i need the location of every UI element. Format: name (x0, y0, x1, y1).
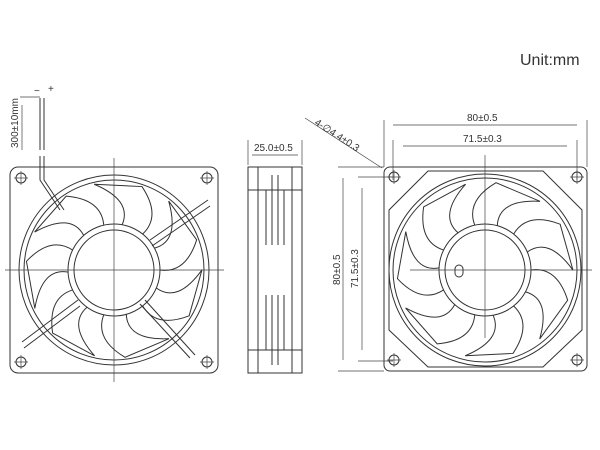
fan-blade (525, 269, 569, 340)
plus-label: + (48, 84, 54, 95)
hole-pitch-horizontal: 71.5±0.3 (463, 134, 502, 145)
fan-blade (422, 183, 466, 251)
fan-blade (101, 314, 170, 358)
thickness-label: 25.0±0.5 (254, 143, 293, 154)
fan-blade (142, 269, 203, 321)
fan-blade (34, 195, 105, 236)
unit-label: Unit:mm (520, 52, 580, 69)
lead-length-label: 300±10mm (10, 98, 21, 148)
hole-pitch-vertical: 71.5±0.3 (350, 249, 361, 288)
fan-blade (25, 244, 73, 309)
mounting-hole-label: 4-∅4.4±0.3 (312, 117, 361, 154)
fan-blade (513, 219, 574, 271)
fan-blade (51, 289, 95, 357)
fan-blade (465, 305, 524, 357)
height-dimension: 80±0.5 (332, 254, 343, 285)
fan-blade (154, 200, 198, 271)
front-view: 80±0.5 71.5±0.3 80±0.5 71.5±0.3 4-∅4.4±0… (304, 113, 592, 372)
fan-blade (94, 183, 153, 235)
fan-blade (472, 182, 541, 226)
fan-blade (405, 304, 476, 345)
back-view: 300±10mm − + (5, 84, 224, 382)
side-view: 25.0±0.5 (247, 140, 303, 374)
width-dimension: 80±0.5 (467, 113, 498, 124)
minus-label: − (34, 86, 40, 97)
fan-blade (396, 231, 444, 296)
